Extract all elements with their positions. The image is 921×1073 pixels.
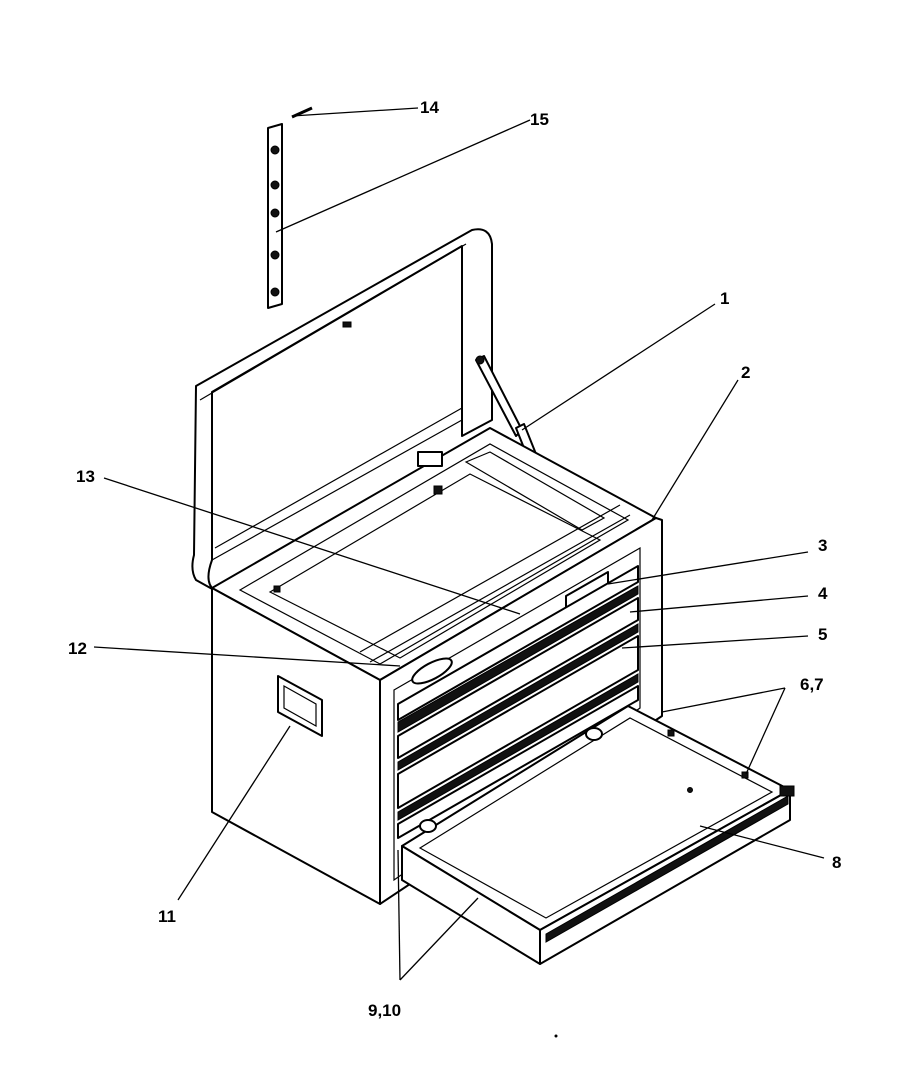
chest-top-frame: [211, 427, 657, 681]
callout-14: 14: [420, 98, 439, 117]
callout-3: 3: [818, 536, 827, 555]
callout-9-10: 9,10: [368, 1001, 401, 1020]
callout-6-7: 6,7: [800, 675, 824, 694]
upper-drawers: [397, 565, 639, 839]
nameplate: [411, 657, 453, 685]
callout-8: 8: [832, 853, 841, 872]
callout-1: 1: [720, 289, 729, 308]
callout-5: 5: [818, 625, 827, 644]
hinge-strip: [267, 123, 283, 309]
callout-2: 2: [741, 363, 750, 382]
callout-labels: 1 2 3 4 5 6,7 8 9,10 11 12 13 14 15: [68, 98, 841, 1020]
lid: [191, 228, 493, 591]
callout-4: 4: [818, 584, 828, 603]
stray-dot: [554, 1034, 558, 1038]
callout-13: 13: [76, 467, 95, 486]
callout-12: 12: [68, 639, 87, 658]
callout-11: 11: [158, 907, 176, 926]
callout-15: 15: [530, 110, 549, 129]
leader-lines: [93, 107, 825, 981]
